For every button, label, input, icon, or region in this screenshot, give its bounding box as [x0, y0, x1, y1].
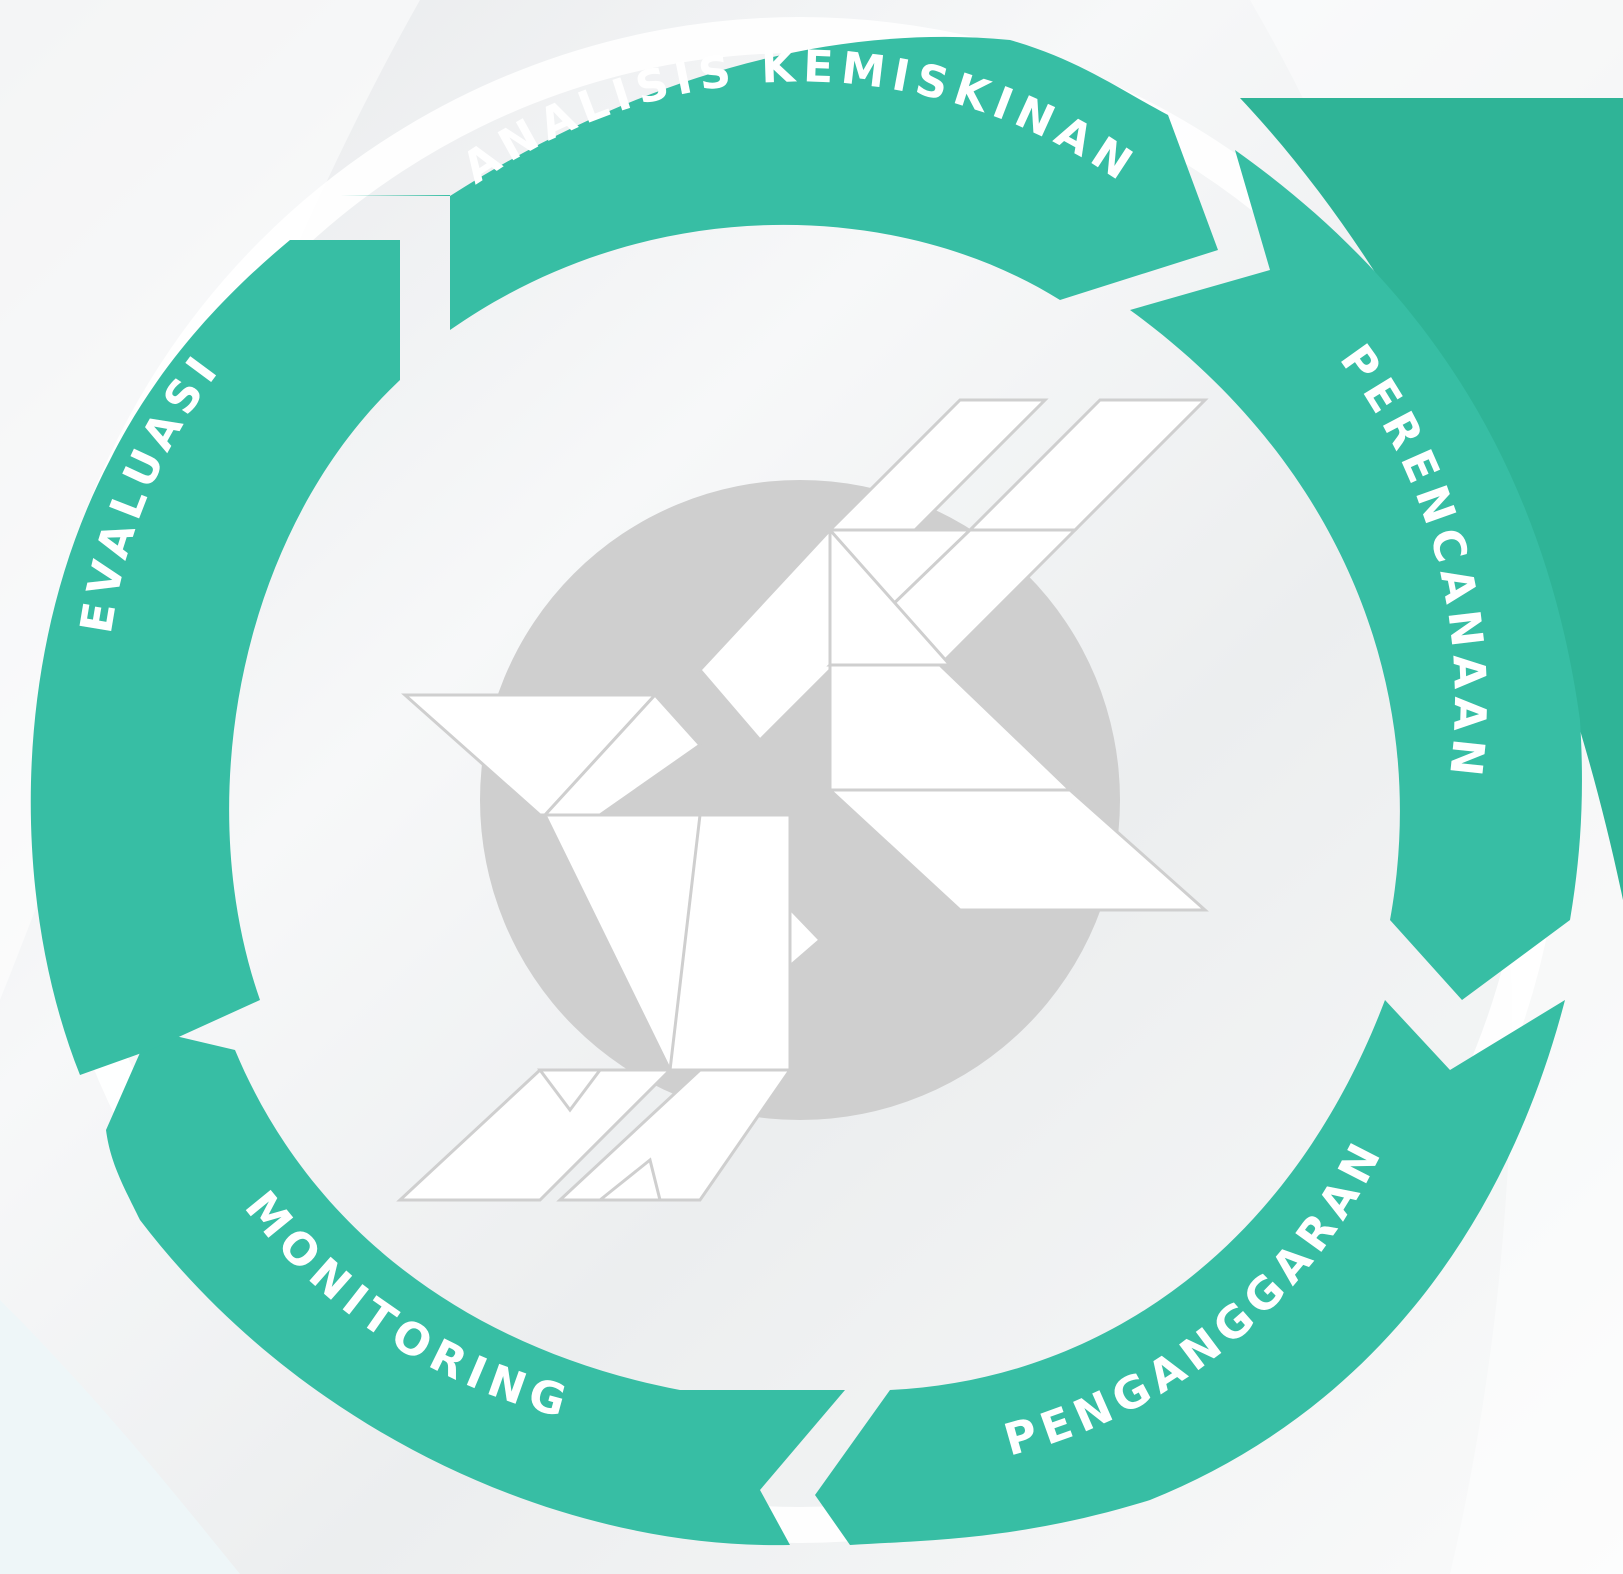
segment-perencanaan [1130, 150, 1582, 1000]
segment-analisis-kemiskinan [340, 36, 1218, 330]
background-corner-panel [1240, 98, 1623, 900]
segment-penganggaran [815, 1000, 1565, 1545]
tangram-double-chevron-logo [396, 398, 1209, 1202]
segment-monitoring [106, 1030, 845, 1546]
segment-evaluasi [30, 240, 400, 1075]
background-swoosh [0, 0, 420, 1000]
background-swoosh-3 [0, 1300, 240, 1574]
